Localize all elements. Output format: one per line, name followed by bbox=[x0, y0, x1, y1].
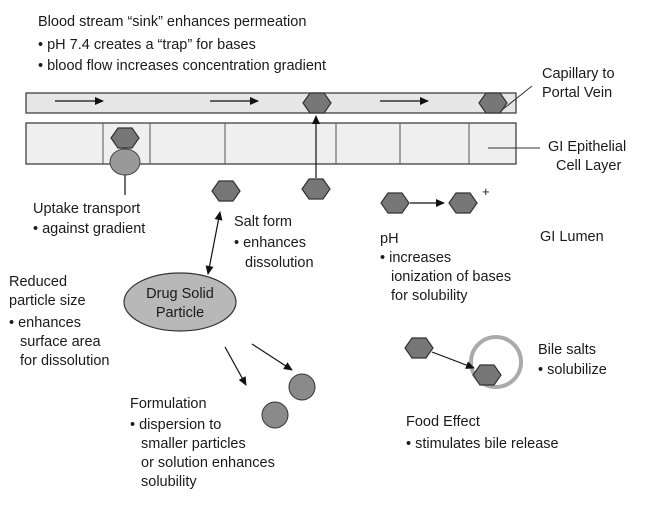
drug-molecule-capillary-1 bbox=[302, 92, 332, 114]
small-particle-2 bbox=[261, 401, 289, 429]
bile-arrow bbox=[431, 351, 475, 369]
epithelial-label-line-2: Cell Layer bbox=[556, 158, 622, 174]
particle-size-title-line-2: particle size bbox=[9, 293, 86, 309]
ph-title: pH bbox=[380, 231, 399, 247]
food-effect-bullet: stimulates bile release bbox=[406, 436, 558, 453]
drug-molecule-neutral bbox=[380, 192, 410, 214]
bile-bullet: solubilize bbox=[538, 362, 607, 379]
drug-particle-label-line-2: Particle bbox=[155, 305, 205, 321]
salt-form-title: Salt form bbox=[234, 214, 293, 230]
bile-title: Bile salts bbox=[538, 342, 597, 358]
small-particle-1 bbox=[288, 373, 316, 401]
ph-bullet-line-3: for solubility bbox=[391, 288, 468, 304]
formulation-bullet-line-2: smaller particles bbox=[141, 436, 246, 452]
cell-dividers bbox=[102, 123, 470, 164]
blood-stream-bullet-2: blood flow increases concentration gradi… bbox=[38, 58, 326, 75]
drug-molecule-salt bbox=[211, 180, 241, 202]
epithelial-label-line-1: GI Epithelial bbox=[548, 139, 627, 155]
drug-particle-label-line-1: Drug Solid bbox=[146, 286, 214, 302]
epithelial-cell-layer bbox=[25, 122, 517, 165]
uptake-title: Uptake transport bbox=[33, 201, 141, 217]
formulation-bullet-line-3: or solution enhances bbox=[141, 455, 275, 471]
capillary-label-line-2: Portal Vein bbox=[542, 85, 613, 101]
salt-form-bullet-line-2: dissolution bbox=[245, 255, 314, 271]
formulation-bullet-line-4: solubility bbox=[141, 474, 197, 490]
blood-stream-title: Blood stream “sink” enhances permeation bbox=[38, 14, 307, 30]
transporter-protein bbox=[109, 148, 141, 176]
particle-size-title-line-1: Reduced bbox=[9, 274, 68, 290]
ph-charge-symbol: + bbox=[482, 184, 490, 199]
capillary-tube bbox=[25, 92, 517, 114]
dispersion-arrow-1 bbox=[251, 343, 293, 371]
salt-dissolution-arrow bbox=[205, 211, 223, 275]
drug-molecule-capillary-2 bbox=[478, 92, 508, 114]
capillary-label-line-1: Capillary to bbox=[542, 66, 615, 82]
gi-lumen-label: GI Lumen bbox=[540, 229, 604, 245]
particle-size-bullet-line-2: surface area bbox=[20, 334, 101, 350]
ph-bullet-line-2: ionization of bases bbox=[391, 269, 512, 285]
drug-molecule-in-micelle bbox=[472, 364, 502, 386]
formulation-bullet-line-1: dispersion to bbox=[130, 417, 221, 434]
drug-molecule-lumen-center bbox=[301, 178, 331, 200]
particle-size-bullet-line-3: for dissolution bbox=[20, 353, 110, 369]
particle-size-bullet-line-1: enhances bbox=[9, 315, 81, 332]
drug-solid-particle bbox=[123, 272, 237, 332]
drug-molecule-ionized bbox=[448, 192, 478, 214]
capillary-leader bbox=[501, 85, 533, 111]
food-effect-title: Food Effect bbox=[406, 414, 480, 430]
drug-molecule-bile-free bbox=[404, 337, 434, 359]
uptake-bullet: against gradient bbox=[33, 221, 145, 238]
formulation-title: Formulation bbox=[130, 396, 207, 412]
blood-stream-bullet-1: pH 7.4 creates a “trap” for bases bbox=[38, 37, 256, 54]
drug-molecule-uptake bbox=[110, 127, 140, 149]
dispersion-arrow-2 bbox=[224, 346, 247, 386]
ph-bullet-line-1: increases bbox=[380, 250, 451, 267]
salt-form-bullet-line-1: enhances bbox=[234, 235, 306, 252]
